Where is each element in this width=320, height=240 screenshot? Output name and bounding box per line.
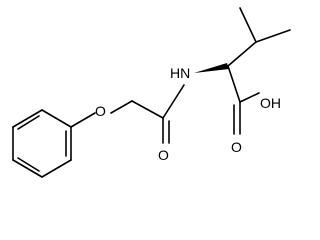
ring-double-bond <box>17 157 40 172</box>
ring-double-bond <box>17 115 40 130</box>
o-ch2-bond <box>110 100 133 114</box>
ether-oxygen-label: O <box>95 103 106 119</box>
ring-bond <box>12 159 43 178</box>
hydroxyl-label: OH <box>260 95 281 111</box>
methyl-bond-left <box>239 7 257 43</box>
phenyl-o-bond <box>70 112 96 128</box>
carbonyl-nh-bond <box>162 84 185 119</box>
carboxyl-oxygen-label: O <box>231 139 242 155</box>
alpha-ch-bond <box>227 41 257 67</box>
structure-diagram: O O HN O OH <box>12 7 291 178</box>
phenyl-ring <box>12 109 72 178</box>
amide-nh-label: HN <box>170 65 190 81</box>
methyl-bond-right <box>255 29 291 43</box>
ring-bond <box>12 109 43 128</box>
ring-bond <box>41 159 72 178</box>
amide-oxygen-label: O <box>158 147 169 163</box>
stereo-wedge-bond <box>194 63 229 73</box>
carboxyl-oh-bond <box>239 92 260 103</box>
ring-bond <box>41 109 72 128</box>
ch2-carbonyl-bond <box>131 100 164 119</box>
alpha-carboxyl-bond <box>227 65 241 103</box>
